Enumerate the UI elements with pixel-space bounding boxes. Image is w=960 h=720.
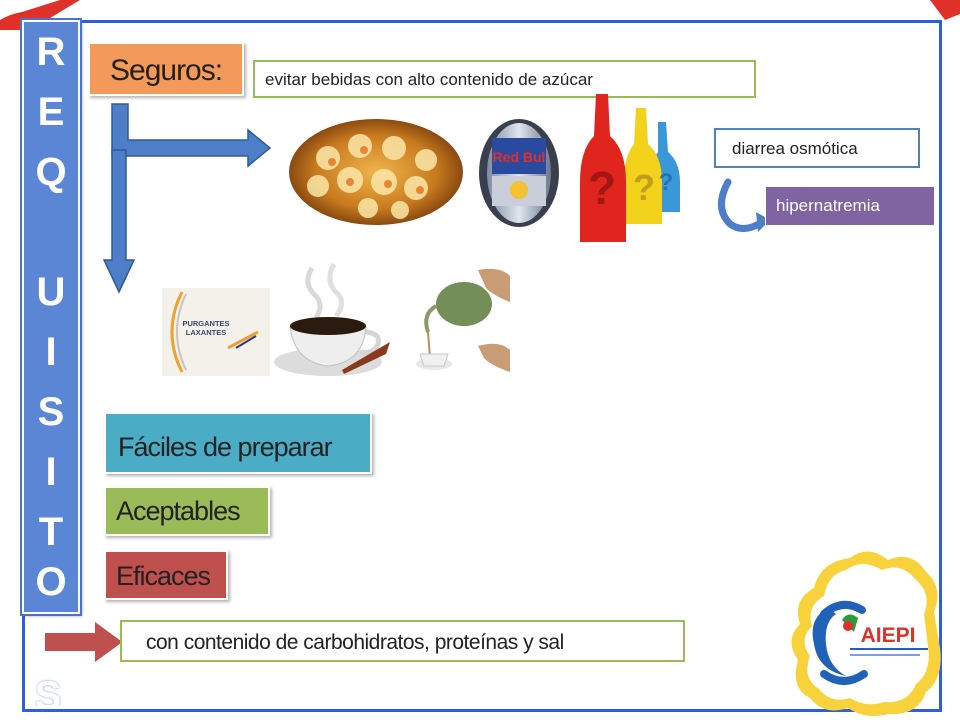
title-letter: I	[45, 450, 57, 494]
title-letter: Q	[35, 150, 67, 194]
title-letter: I	[45, 330, 57, 374]
osmotic-diarrhea-text: diarrea osmótica	[714, 128, 920, 168]
curved-arrow-icon	[718, 178, 770, 232]
laxantes-label: LAXANTES	[186, 328, 226, 337]
svg-text:?: ?	[633, 167, 655, 208]
svg-text:?: ?	[588, 162, 616, 214]
tea-cup-image	[274, 262, 390, 376]
safe-label-box: Seguros:	[88, 42, 244, 96]
avoid-sugary-drinks-text: evitar bebidas con alto contenido de azú…	[253, 60, 756, 98]
title-letter: S	[37, 390, 65, 434]
top-ribbon-decoration	[0, 0, 960, 30]
effective-box: Eficaces	[104, 550, 228, 600]
teapot-image	[408, 262, 512, 384]
title-letter: R	[36, 30, 66, 74]
right-arrow-icon	[43, 618, 126, 666]
title-letter: E	[37, 90, 65, 134]
branch-arrows-icon	[102, 103, 272, 294]
aiepi-logo: AIEPI	[791, 551, 941, 716]
easy-to-prepare-box: Fáciles de preparar	[104, 412, 372, 474]
acceptable-box: Aceptables	[104, 486, 270, 536]
title-letter: O	[35, 560, 67, 604]
nutrient-content-text: con contenido de carbohidratos, proteína…	[120, 620, 685, 662]
energy-drink-image: Red Bul	[479, 119, 559, 227]
juice-glasses-image	[289, 119, 463, 225]
title-letter-overflow: S	[34, 676, 62, 706]
title-letter: U	[36, 270, 66, 314]
hypernatremia-text: hipernatremia	[765, 186, 935, 226]
vertical-title-bar: R E Q U I S I T O	[20, 18, 82, 616]
aiepi-logo-text: AIEPI	[861, 624, 916, 647]
soda-bottles-image: ? ? ?	[580, 94, 680, 242]
laxative-box-image: PURGANTES LAXANTES	[162, 288, 270, 376]
title-letter: T	[38, 510, 64, 554]
svg-text:?: ?	[659, 169, 674, 196]
purgantes-label: PURGANTES	[182, 319, 229, 328]
svg-text:Red Bul: Red Bul	[493, 149, 546, 165]
